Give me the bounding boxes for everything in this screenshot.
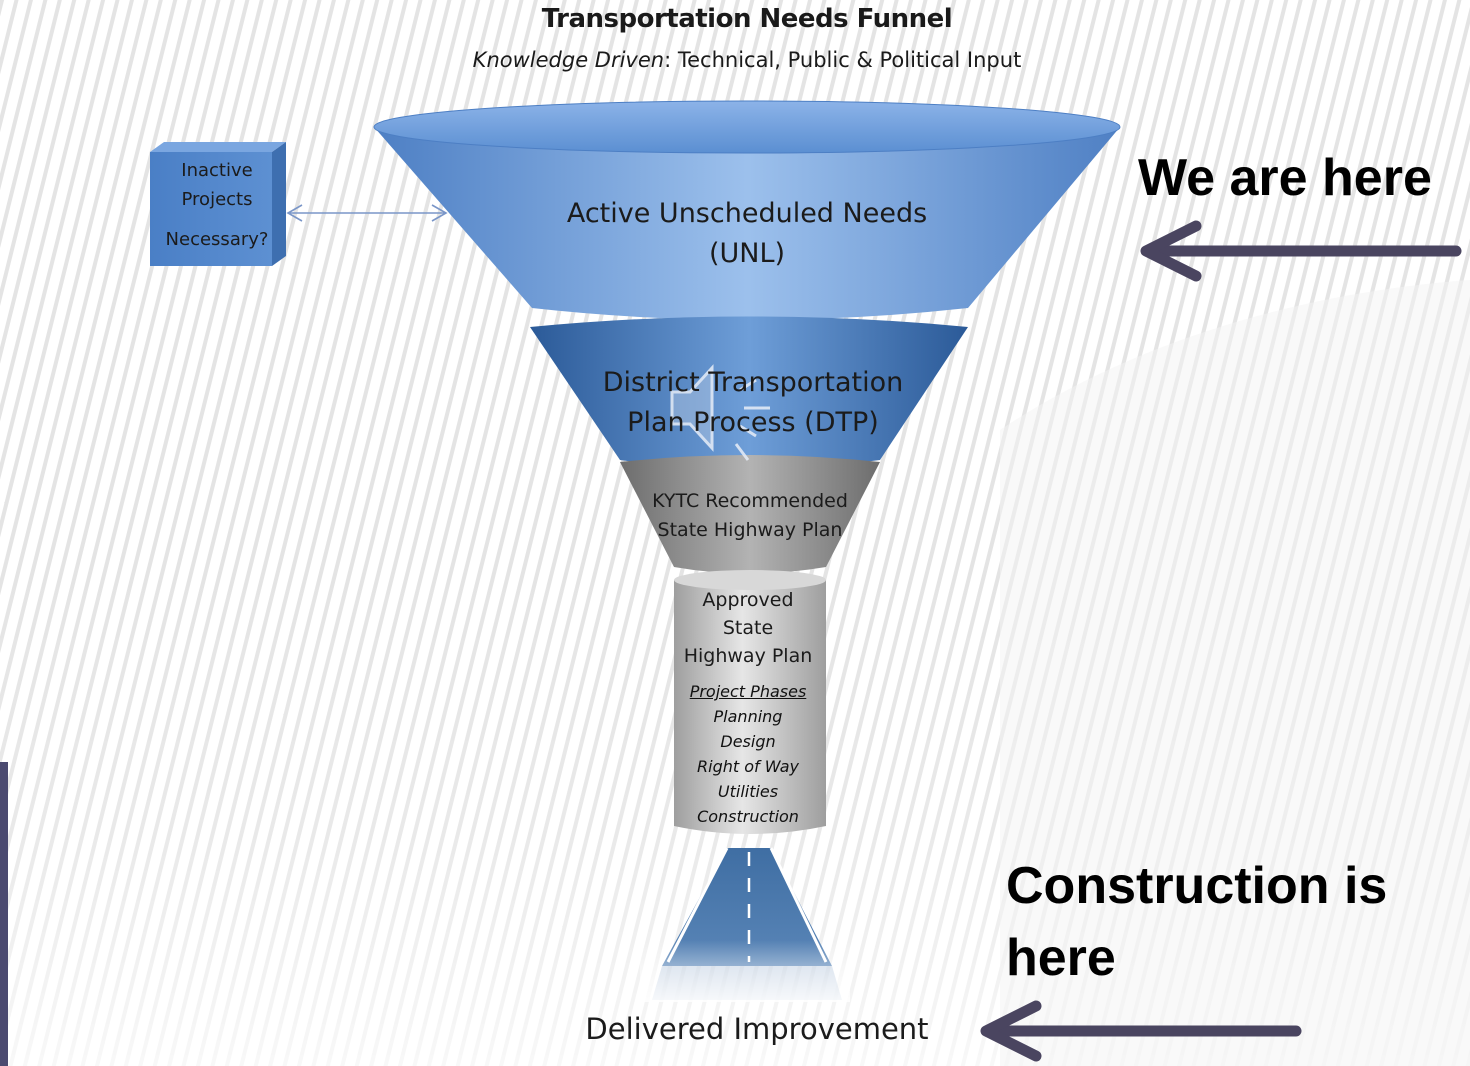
phase-item: Design — [720, 732, 776, 751]
inactive-box-line2: Projects — [181, 189, 253, 210]
inactive-link-arrow — [286, 204, 448, 222]
phase-item: Utilities — [717, 782, 779, 801]
we-are-here-callout: We are here — [1138, 149, 1432, 207]
diagram-subtitle: Knowledge Driven: Technical, Public & Po… — [0, 48, 1470, 72]
unl-label-line1: Active Unscheduled Needs — [566, 198, 928, 229]
speaker-icon[interactable] — [670, 364, 770, 461]
we-are-here-arrow — [1140, 220, 1462, 282]
approved-label-line1: Approved — [702, 589, 794, 611]
kytc-label-line2: State Highway Plan — [657, 519, 843, 541]
inactive-box-line3: Necessary? — [165, 229, 269, 250]
inactive-box-line1: Inactive — [181, 160, 253, 181]
kytc-funnel-section — [620, 455, 880, 574]
unl-label-line2: (UNL) — [708, 238, 786, 269]
dtp-funnel-section — [530, 316, 968, 469]
approved-label-line3: Highway Plan — [683, 645, 813, 667]
construction-callout-line2: here — [1006, 929, 1116, 987]
phases-heading: Project Phases — [689, 682, 807, 701]
delivered-improvement-label: Delivered Improvement — [585, 1012, 929, 1046]
approved-cylinder — [674, 570, 826, 834]
unl-funnel-section — [373, 100, 1121, 320]
kytc-label-line1: KYTC Recommended — [652, 490, 848, 512]
dtp-label-line2: Plan Process (DTP) — [627, 407, 879, 438]
road-icon — [640, 847, 850, 1002]
side-accent-bar — [0, 762, 8, 1066]
phase-item: Right of Way — [697, 757, 799, 776]
subtitle-italic: Knowledge Driven — [472, 48, 665, 72]
diagram-title: Transportation Needs Funnel — [541, 4, 953, 34]
approved-label-line2: State — [722, 617, 774, 639]
inactive-projects-box — [150, 142, 286, 266]
phase-item: Construction — [697, 807, 799, 826]
construction-arrow — [980, 1000, 1302, 1062]
construction-callout-line1: Construction is — [1006, 857, 1388, 915]
dtp-label-line1: District Transportation — [602, 367, 904, 398]
phase-item: Planning — [713, 707, 783, 726]
subtitle-rest: : Technical, Public & Political Input — [664, 48, 1022, 72]
